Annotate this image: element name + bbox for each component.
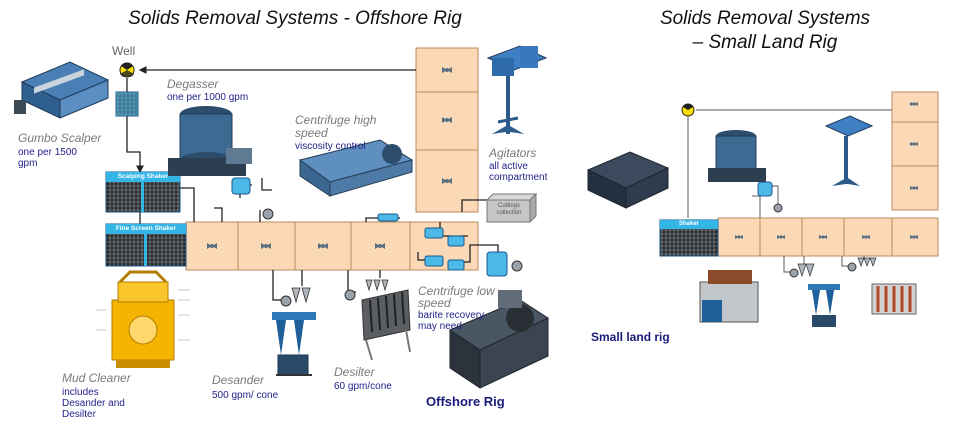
pump-icon-land	[757, 181, 857, 278]
gumbo-scalper-image	[14, 61, 110, 119]
land-title-line1: Solids Removal Systems	[659, 8, 871, 29]
mud-cleaner-note-2: Desander and	[62, 398, 125, 409]
desander-image	[272, 312, 316, 376]
land-agitator-image	[824, 115, 874, 186]
mud-cleaner-note-3: Desilter	[62, 409, 96, 420]
fine-screen-shaker	[105, 223, 187, 267]
gumbo-label: Gumbo Scalper	[18, 131, 102, 145]
shaker-land	[659, 219, 719, 257]
desander-rate: 500 gpm/ cone	[212, 390, 279, 401]
mud-cleaner-image	[111, 270, 175, 368]
pump-icon	[231, 177, 523, 307]
centrifuge-low-label-2: speed	[418, 296, 451, 310]
desander-label: Desander	[212, 373, 265, 387]
small-land-rig-label: Small land rig	[591, 330, 670, 344]
well-icon	[119, 62, 135, 78]
pipes-offshore	[126, 66, 499, 301]
scalping-shaker	[105, 171, 181, 213]
fine-screen-shaker-label: Fine Screen Shaker	[115, 225, 177, 232]
cuttings-collection-box	[485, 192, 538, 224]
land-desander-image	[808, 284, 840, 327]
gumbo-rate-1: one per 1500	[18, 147, 77, 158]
land-shaker-label: Shaker	[678, 221, 699, 227]
agitators-note-1: all active	[489, 161, 528, 172]
agitators-label: Agitators	[489, 146, 537, 160]
centrifuge-high-note: viscosity control	[295, 141, 366, 152]
well-label: Well	[112, 44, 136, 58]
scalping-shaker-label: Scalping Shaker	[117, 173, 169, 180]
centrifuge-high-label-2: speed	[295, 126, 328, 140]
tank-row-offshore	[185, 221, 479, 271]
well-icon-land	[681, 103, 695, 117]
cuttings-label: Cuttings collection	[496, 203, 522, 216]
pipes-land	[687, 109, 892, 273]
degasser-label: Degasser	[167, 77, 219, 91]
agitator-image	[486, 45, 548, 134]
agitator-icon-land	[735, 102, 918, 239]
land-shaker-image	[586, 151, 670, 209]
land-mud-cleaner-image	[699, 270, 759, 323]
hydrocyclone-icon	[291, 279, 389, 304]
tank-row-land	[717, 217, 939, 257]
degasser-rate: one per 1000 gpm	[167, 92, 249, 103]
mud-cleaner-note-1: includes	[62, 387, 99, 398]
centrifuge-low-note-2: may need	[418, 321, 462, 332]
centrifuge-low-label-1: Centrifuge low	[418, 284, 495, 298]
mud-cleaner-label: Mud Cleaner	[62, 371, 131, 385]
agitator-icon	[207, 67, 452, 249]
centrifuge-high-label-1: Centrifuge high	[295, 113, 377, 127]
desilter-rate: 60 gpm/cone	[334, 381, 392, 392]
degasser-image	[168, 106, 252, 176]
land-title-line2: – Small Land Rig	[692, 32, 838, 53]
centrifuge-low-note-1: barite recovery	[418, 310, 485, 321]
offshore-rig-label: Offshore Rig	[426, 394, 505, 409]
centrifuge-low-image	[448, 290, 550, 389]
mud-cleaner-callouts	[96, 289, 190, 341]
hydrocyclone-icon-land	[797, 257, 877, 278]
tank-stack-land	[891, 91, 939, 211]
gumbo-rate-2: gpm	[18, 158, 38, 169]
centrifuge-high-image	[298, 139, 414, 197]
desilter-image	[361, 289, 411, 361]
tank-stack-offshore	[415, 47, 479, 213]
agitators-note-2: compartment	[489, 172, 548, 183]
desilter-label: Desilter	[334, 365, 375, 379]
land-degasser-image	[708, 130, 766, 182]
land-desilter-image	[871, 283, 917, 315]
offshore-title: Solids Removal Systems - Offshore Rig	[128, 8, 462, 29]
